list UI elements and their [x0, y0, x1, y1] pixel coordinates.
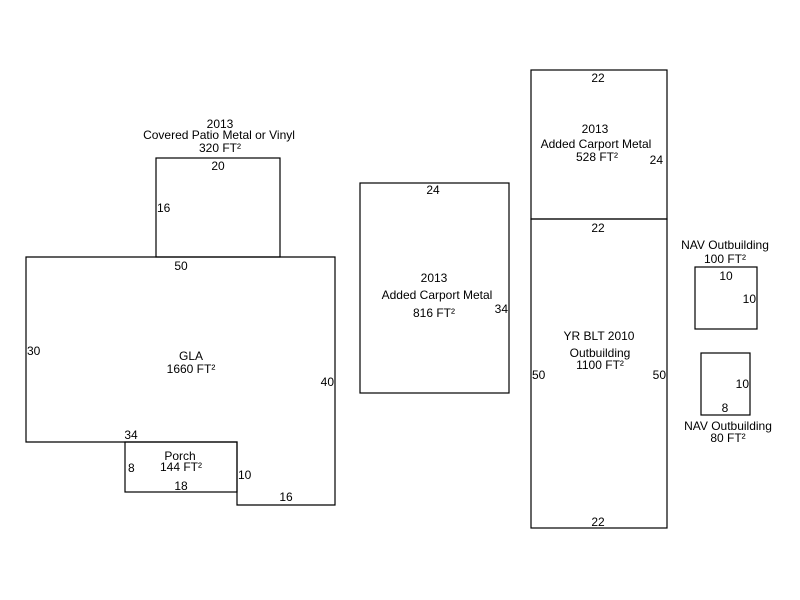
gla-outline — [25, 256, 336, 506]
nav2-area: 80 FT² — [710, 431, 745, 445]
outbuilding-label: Outbuilding — [570, 346, 631, 360]
nav2-label: NAV Outbuilding — [684, 419, 772, 433]
gla-dim-bottom-right: 16 — [279, 490, 293, 504]
nav1-label: NAV Outbuilding — [681, 238, 769, 252]
gla-dim-top: 50 — [174, 259, 188, 273]
gla-dim-step: 10 — [238, 468, 252, 482]
outbuilding-year: YR BLT 2010 — [564, 329, 635, 343]
outbuilding-area: 1100 FT² — [576, 358, 624, 372]
carport-left-dim-right: 34 — [495, 302, 509, 316]
porch: Porch 144 FT² 8 18 — [124, 441, 238, 493]
nav1-dim-top: 10 — [719, 269, 733, 283]
gla-label: GLA — [179, 349, 203, 363]
carport-left-area: 816 FT² — [413, 306, 455, 320]
outbuilding-dim-top: 22 — [591, 221, 605, 235]
carport-left-dim-top: 24 — [426, 183, 440, 197]
outbuilding-dim-right: 50 — [653, 368, 667, 382]
porch-outline — [124, 441, 238, 493]
carport-left-outline — [359, 182, 510, 394]
carport-left-label: Added Carport Metal — [382, 288, 493, 302]
porch-dim-bottom: 18 — [174, 479, 188, 493]
nav1-dim-right: 10 — [743, 292, 757, 306]
carport-left: 2013 Added Carport Metal 816 FT² 24 34 — [359, 182, 510, 394]
porch-label: Porch — [164, 449, 195, 463]
patio-year: 2013 — [207, 117, 234, 131]
nav2-outline — [700, 352, 751, 416]
covered-patio: 2013 Covered Patio Metal or Vinyl 320 FT… — [143, 117, 295, 258]
gla-dim-left: 30 — [27, 344, 41, 358]
nav1-outline — [694, 266, 758, 330]
carport-right-year: 2013 — [582, 122, 609, 136]
gla-dim-bottom-left: 34 — [124, 428, 138, 442]
gla-area: GLA 1660 FT² 50 30 40 34 16 10 — [25, 256, 336, 506]
carport-left-year: 2013 — [421, 271, 448, 285]
outbuilding-outline — [530, 218, 668, 529]
porch-area: 144 FT² — [160, 460, 202, 474]
nav-outbuilding-1: NAV Outbuilding 100 FT² 10 10 — [681, 238, 769, 330]
nav-outbuilding-2: 10 8 NAV Outbuilding 80 FT² — [684, 352, 772, 445]
carport-right-area: 528 FT² — [576, 150, 618, 164]
gla-area-text: 1660 FT² — [167, 362, 216, 376]
porch-dim-left: 8 — [128, 461, 135, 475]
carport-right: 2013 Added Carport Metal 528 FT² 22 24 — [530, 69, 668, 220]
patio-label: Covered Patio Metal or Vinyl — [143, 128, 295, 142]
carport-right-dim-top: 22 — [591, 71, 605, 85]
outbuilding: YR BLT 2010 Outbuilding 1100 FT² 22 50 5… — [530, 218, 668, 529]
patio-dim-left: 16 — [157, 201, 171, 215]
patio-area: 320 FT² — [199, 141, 241, 155]
nav2-dim-right: 10 — [736, 377, 750, 391]
nav2-dim-bottom: 8 — [722, 401, 729, 415]
gla-dim-right: 40 — [321, 375, 335, 389]
carport-right-label: Added Carport Metal — [541, 137, 652, 151]
carport-right-dim-right: 24 — [650, 153, 664, 167]
patio-dim-top: 20 — [211, 159, 225, 173]
nav1-area: 100 FT² — [704, 252, 746, 266]
outbuilding-dim-left: 50 — [532, 368, 546, 382]
outbuilding-dim-bottom: 22 — [591, 515, 605, 529]
